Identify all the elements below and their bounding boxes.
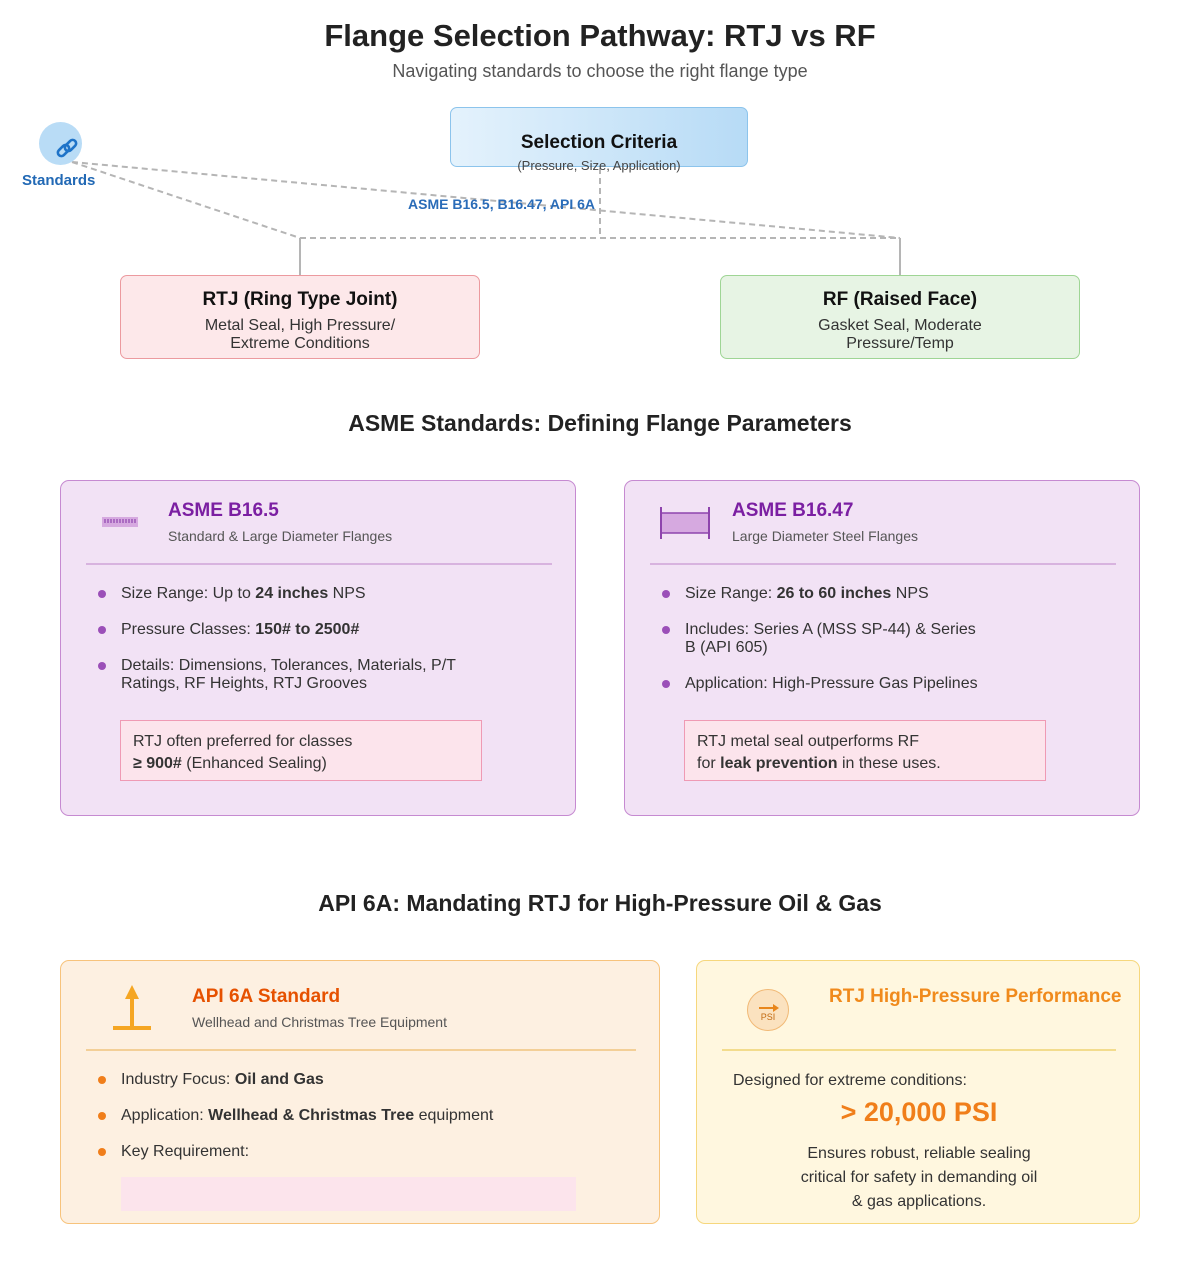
api-6a-subtitle: Wellhead and Christmas Tree Equipment: [192, 1014, 447, 1030]
page-title: Flange Selection Pathway: RTJ vs RF: [324, 18, 876, 53]
selection-criteria-box: Selection Criteria (Pressure, Size, Appl…: [450, 107, 748, 173]
link-icon: [56, 138, 78, 158]
api-6a-title: API 6A Standard: [192, 986, 341, 1007]
rtj-box: RTJ (Ring Type Joint) Metal Seal, High P…: [120, 275, 480, 359]
b1647-title: ASME B16.47: [732, 500, 854, 521]
asme-section-title: ASME Standards: Defining Flange Paramete…: [348, 410, 852, 436]
pressure-gauge-icon: PSI: [747, 989, 789, 1031]
api-section-title: API 6A: Mandating RTJ for High-Pressure …: [318, 890, 882, 916]
list-item: Includes: Series A (MSS SP-44) & Series …: [660, 621, 990, 657]
list-item: Size Range: 26 to 60 inches NPS: [660, 585, 990, 603]
standards-links-label: ASME B16.5, B16.47, API 6A: [408, 196, 596, 212]
b165-divider: [86, 563, 552, 565]
b165-note-line2: ≥ 900# (Enhanced Sealing): [133, 755, 327, 772]
rf-desc: Gasket Seal, Moderate Pressure/Temp: [818, 317, 982, 352]
api-6a-bullet-list: Industry Focus: Oil and Gas Application:…: [96, 1071, 616, 1179]
list-item: Application: Wellhead & Christmas Tree e…: [96, 1107, 616, 1125]
b165-note-line1: RTJ often preferred for classes: [133, 733, 353, 750]
b165-subtitle: Standard & Large Diameter Flanges: [168, 528, 393, 544]
list-item: Application: High-Pressure Gas Pipelines: [660, 675, 990, 693]
performance-intro: Designed for extreme conditions:: [733, 1072, 967, 1089]
flange-small-icon: [102, 517, 138, 527]
b1647-subtitle: Large Diameter Steel Flanges: [732, 528, 918, 544]
b1647-divider: [650, 563, 1116, 565]
list-item: Key Requirement:: [96, 1143, 616, 1161]
rtj-desc: Metal Seal, High Pressure/ Extreme Condi…: [204, 317, 396, 352]
standards-node: [39, 122, 82, 165]
list-item: Industry Focus: Oil and Gas: [96, 1071, 616, 1089]
rtj-performance-card: PSI RTJ High-Pressure Performance Design…: [696, 960, 1140, 1224]
b1647-note-line2: for leak prevention in these uses.: [697, 755, 941, 772]
wellhead-arrow-icon: [113, 985, 151, 1030]
b1647-bullet-list: Size Range: 26 to 60 inches NPS Includes…: [660, 585, 990, 711]
performance-value: > 20,000 PSI: [840, 1097, 998, 1127]
flange-large-icon: [660, 507, 710, 539]
api-6a-card: API 6A Standard Wellhead and Christmas T…: [60, 960, 660, 1224]
list-item: Pressure Classes: 150# to 2500#: [96, 621, 496, 639]
b165-bullet-list: Size Range: Up to 24 inches NPS Pressure…: [96, 585, 496, 711]
flow-connectors: [71, 161, 901, 275]
rtj-title: RTJ (Ring Type Joint): [202, 289, 398, 310]
performance-desc: Ensures robust, reliable sealing critica…: [800, 1145, 1038, 1210]
standards-rf-connector: [71, 161, 901, 239]
gauge-label: PSI: [760, 1012, 776, 1022]
api-6a-divider: [86, 1049, 636, 1051]
asme-b1647-card: ASME B16.47 Large Diameter Steel Flanges…: [624, 480, 1140, 816]
list-item: Size Range: Up to 24 inches NPS: [96, 585, 496, 603]
b165-note: RTJ often preferred for classes ≥ 900# (…: [120, 720, 482, 781]
list-item: Details: Dimensions, Tolerances, Materia…: [96, 657, 496, 693]
rf-box: RF (Raised Face) Gasket Seal, Moderate P…: [720, 275, 1080, 359]
key-requirement-box: [121, 1177, 576, 1211]
page-subtitle: Navigating standards to choose the right…: [392, 61, 808, 81]
asme-b165-card: ASME B16.5 Standard & Large Diameter Fla…: [60, 480, 576, 816]
criteria-subtitle: (Pressure, Size, Application): [517, 158, 681, 173]
performance-title: RTJ High-Pressure Performance: [829, 986, 1122, 1007]
b1647-note-line1: RTJ metal seal outperforms RF: [697, 733, 919, 750]
b165-title: ASME B16.5: [168, 500, 279, 521]
standards-rtj-connector: [71, 161, 301, 239]
standards-label: Standards: [22, 172, 96, 189]
performance-divider: [722, 1049, 1116, 1051]
b1647-note: RTJ metal seal outperforms RF for leak p…: [684, 720, 1046, 781]
criteria-title: Selection Criteria: [520, 132, 678, 153]
rf-title: RF (Raised Face): [822, 289, 978, 310]
